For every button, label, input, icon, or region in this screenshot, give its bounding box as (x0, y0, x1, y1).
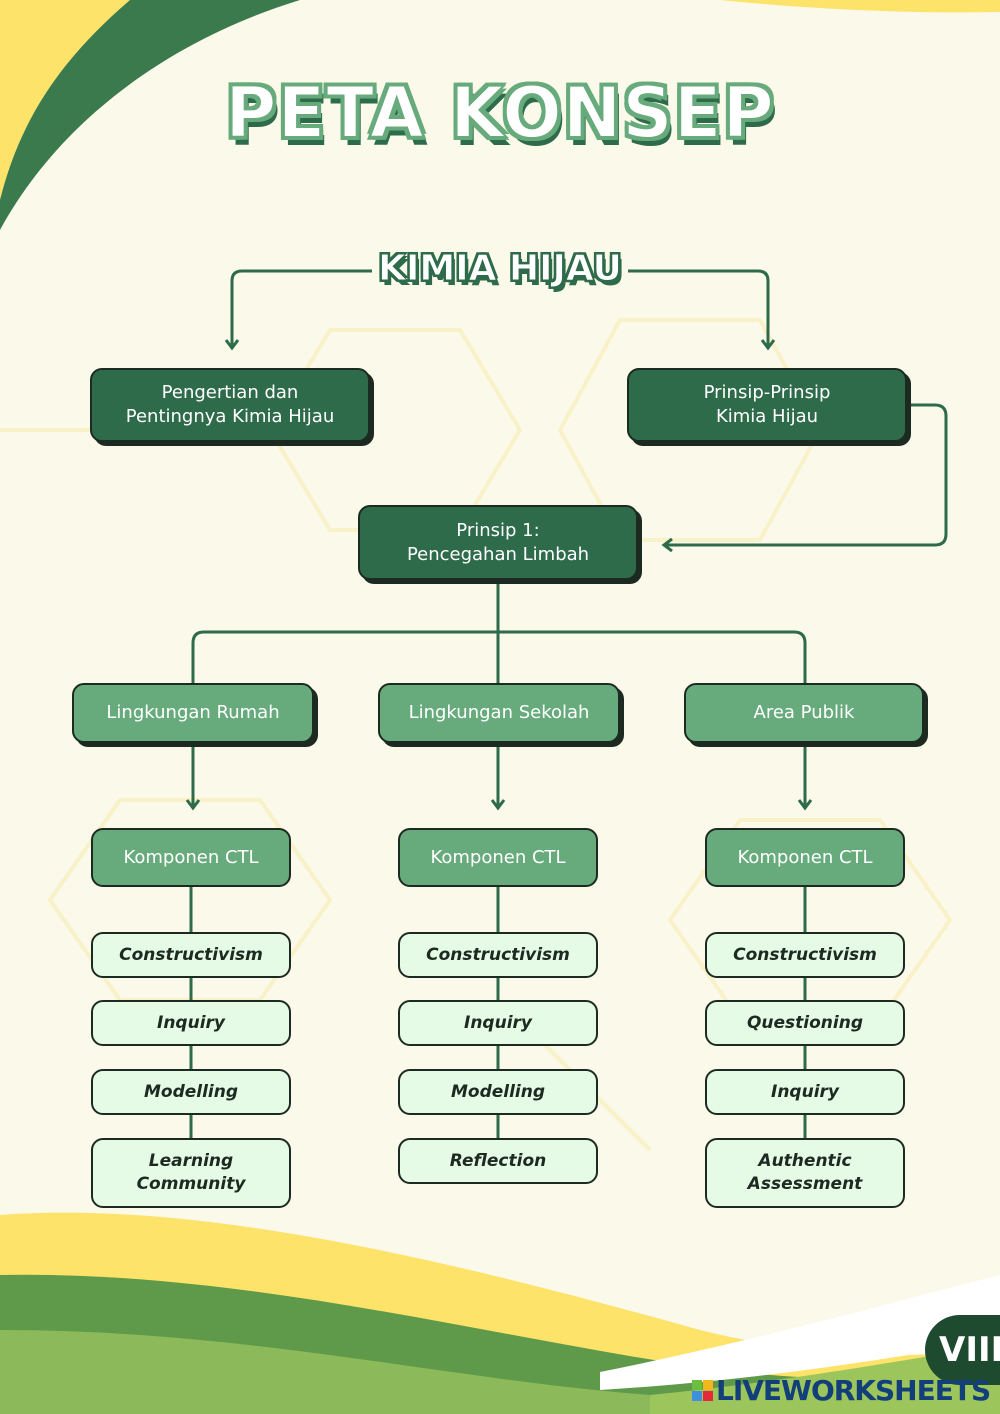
ctl-item: Inquiry (705, 1069, 905, 1115)
component-box: Komponen CTL (91, 828, 291, 887)
watermark-text: LIVEWORKSHEETS (716, 1374, 991, 1407)
ctl-item: Modelling (398, 1069, 598, 1115)
liveworksheets-logo: LIVEWORKSHEETS (692, 1374, 991, 1407)
principle-1-box: Prinsip 1:Pencegahan Limbah (358, 505, 638, 580)
ctl-item: Constructivism (705, 932, 905, 978)
box-text: Prinsip-Prinsip (703, 382, 831, 403)
area-box-publik: Area Publik (684, 683, 924, 743)
corner-green (0, 0, 300, 230)
corner-yellow (0, 0, 130, 200)
component-box: Komponen CTL (705, 828, 905, 887)
box-text: Kimia Hijau (715, 406, 819, 427)
live-logo-icon (692, 1380, 713, 1401)
ctl-item: Modelling (91, 1069, 291, 1115)
component-box: Komponen CTL (398, 828, 598, 887)
area-box-sekolah: Lingkungan Sekolah (378, 683, 620, 743)
topic-title: KIMIA HIJAU (378, 248, 623, 290)
ctl-item: Questioning (705, 1000, 905, 1046)
ctl-item: Inquiry (91, 1000, 291, 1046)
area-box-rumah: Lingkungan Rumah (72, 683, 314, 743)
ctl-item: Inquiry (398, 1000, 598, 1046)
box-text: Pencegahan Limbah (406, 543, 590, 565)
box-text: Pengertian dan (161, 382, 299, 403)
grade-badge: VIII (925, 1315, 1000, 1385)
page-title: PETA KONSEP (224, 71, 775, 155)
box-text: Pentingnya Kimia Hijau (125, 406, 335, 427)
ctl-item: Constructivism (398, 932, 598, 978)
ctl-item: Reflection (398, 1138, 598, 1184)
ctl-item: Authentic Assessment (705, 1138, 905, 1208)
box-text: Prinsip 1: (456, 519, 540, 541)
ctl-item: Constructivism (91, 932, 291, 978)
ctl-item: Learning Community (91, 1138, 291, 1208)
